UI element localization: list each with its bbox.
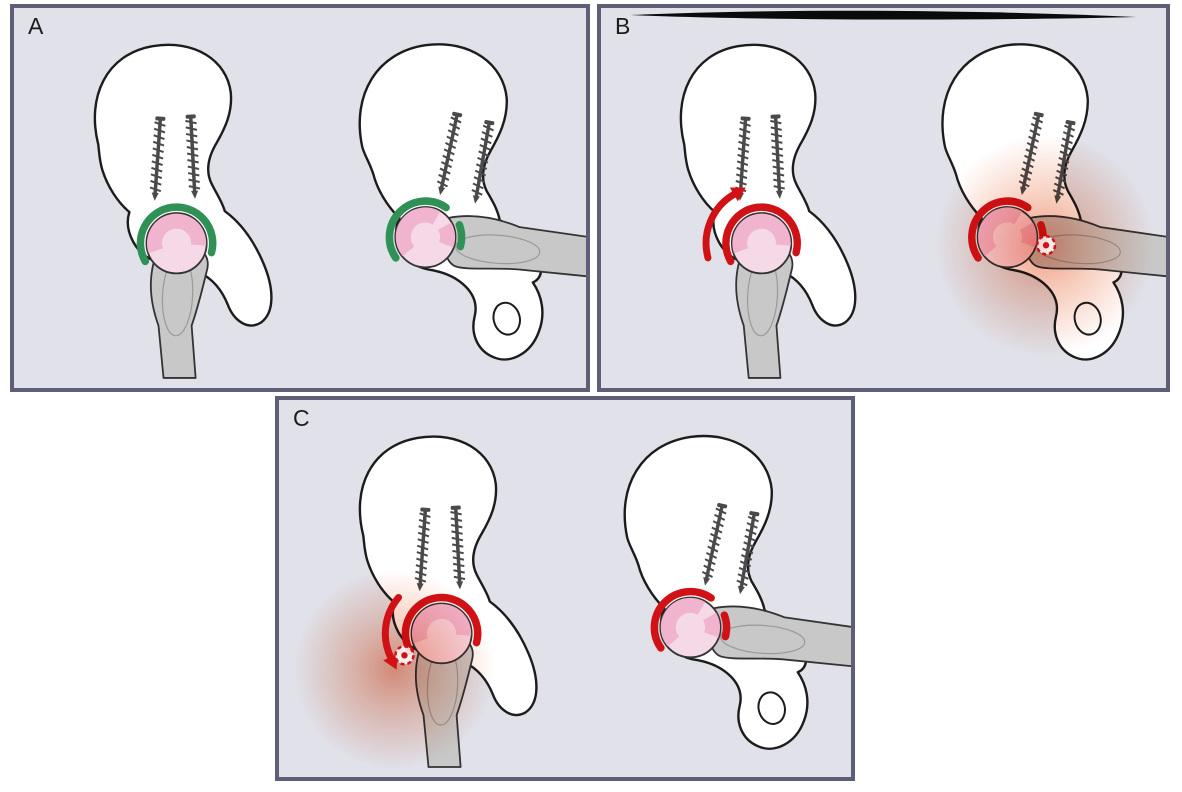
rotation-arrow-icon — [381, 593, 403, 670]
panel-c-figure — [294, 400, 851, 777]
panel-c: C — [275, 396, 855, 781]
panel-b: B — [597, 4, 1170, 392]
impingement-target-icon — [1035, 234, 1057, 256]
panel-b-figure — [630, 10, 1166, 388]
rotation-arrow-icon — [702, 187, 746, 262]
pain-glow — [294, 569, 495, 770]
hip-flexed-normal — [360, 44, 586, 359]
panel-c-label: C — [293, 405, 310, 431]
hip-flexed-displaced — [625, 436, 851, 749]
ink-artifact — [630, 10, 1137, 20]
impingement-target-icon — [394, 645, 415, 666]
hip-neutral-normal — [95, 45, 272, 378]
panel-a-figure — [14, 8, 586, 388]
panel-a-label: A — [28, 13, 44, 39]
panel-b-label: B — [615, 13, 631, 39]
hip-neutral-displaced — [681, 45, 855, 378]
panel-a: A — [10, 4, 590, 392]
